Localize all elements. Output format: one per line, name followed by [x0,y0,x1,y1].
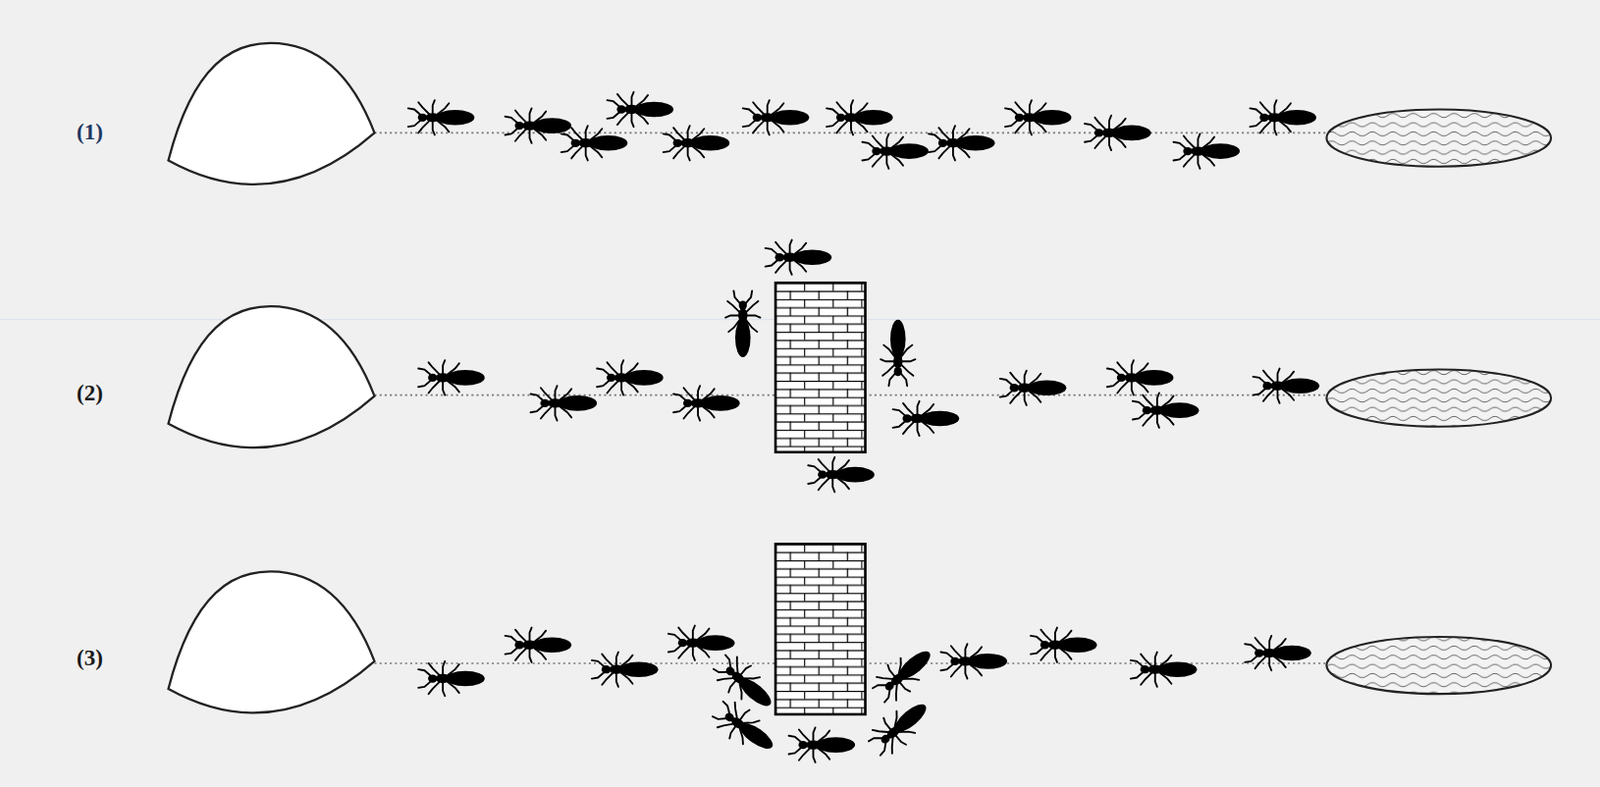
ant [807,457,875,492]
ant [725,291,760,359]
ant [826,100,894,135]
ant [1000,371,1067,406]
ant [708,648,782,719]
row-label: (2) [76,380,104,406]
row-one [168,43,1552,185]
ant [418,661,485,696]
ant [1030,628,1098,663]
row-two [168,240,1552,493]
ant [607,92,675,127]
ant [928,125,996,160]
ant [561,125,629,160]
ant [861,133,929,168]
trail-line [374,132,1328,135]
ant [867,640,941,710]
ant [789,727,856,762]
ant [1107,360,1174,395]
ant [408,100,476,135]
ant [591,652,659,688]
food-source [1326,637,1551,694]
ant [940,643,1008,679]
ant [765,240,833,275]
nest [168,306,375,448]
brick-wall [775,543,865,715]
ant [863,693,937,763]
row-label: (3) [76,645,104,671]
ant [673,385,741,421]
ant [505,107,573,143]
brick-wall [775,282,865,453]
nest [168,571,375,713]
ant [1253,369,1321,404]
ant [531,385,598,421]
ant [893,401,960,436]
ant [505,628,573,663]
food-source [1326,108,1551,166]
ant [743,100,810,135]
food-source [1326,370,1551,427]
ant [707,694,783,762]
ant [1173,133,1240,168]
ant [1244,636,1312,671]
ant [1005,100,1072,135]
ant [1130,652,1198,688]
ant [880,320,915,387]
row-label: (1) [76,119,104,145]
ant [1132,392,1200,427]
row-three [168,543,1552,762]
ant [596,360,664,395]
ant [418,360,485,395]
ant [1084,115,1152,151]
nest [168,43,375,185]
ant [663,125,731,160]
ant [1249,100,1317,135]
